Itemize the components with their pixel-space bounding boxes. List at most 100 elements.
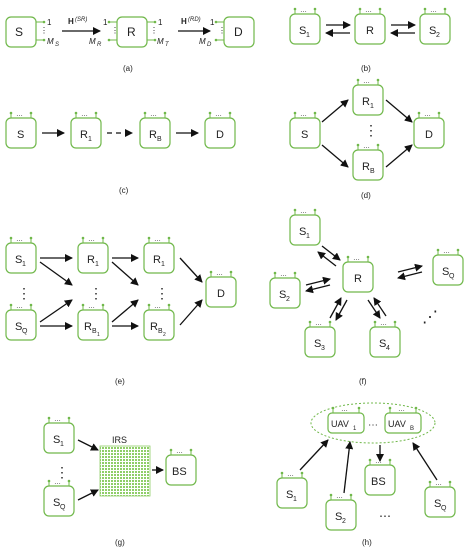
node-uavb-label: UAV [388, 419, 406, 429]
relay1-ellipsis: ⋮ [89, 285, 103, 301]
irs-label: IRS [112, 435, 127, 445]
node-r1: … R 1 [70, 111, 102, 149]
node-d-label: D [234, 25, 243, 39]
node-s1-label: S [53, 434, 60, 446]
svg-text:…: … [54, 479, 61, 486]
svg-text:…: … [315, 320, 322, 327]
node-s1: … S 1 [289, 7, 321, 45]
svg-text:…: … [300, 7, 307, 14]
node-r-label: R [127, 25, 136, 39]
node-s: … S [5, 111, 37, 149]
node-r1-label: R [80, 129, 88, 141]
panel-g: … S 1 ⋮ … S Q IRS … BS (g) [43, 416, 197, 547]
node-uav1: … UAV 1 [327, 406, 365, 434]
node-s: … S [289, 111, 321, 149]
panel-b-caption: (b) [361, 64, 371, 73]
node-sq-sub: Q [441, 505, 447, 512]
arrow-f-5 [397, 263, 423, 273]
arrow-s-to-rb [321, 144, 349, 168]
svg-text:…: … [341, 406, 348, 413]
svg-text:…: … [336, 493, 343, 500]
svg-text:…: … [300, 111, 307, 118]
node-s4: … S 4 [369, 320, 401, 358]
node-sq-label: S [53, 497, 60, 509]
node-bs: … BS [165, 448, 197, 486]
channel-rd-label: H [181, 17, 187, 26]
node-rb-label: R [362, 161, 370, 173]
node-s1: … S 1 [5, 236, 37, 274]
arrow-s-to-r1 [321, 99, 349, 123]
node-r1b-label: R [153, 254, 161, 266]
node-rb: … R B [139, 111, 171, 149]
source-ellipsis: ⋯ [379, 509, 391, 523]
node-r: … R [342, 255, 374, 293]
panel-f: … S 1 … S 2 … R … S Q [269, 208, 464, 386]
svg-text:…: … [398, 406, 405, 413]
node-sq-sub: Q [22, 328, 28, 335]
node-sq: … S Q [5, 303, 37, 341]
node-s1-sub: 1 [306, 32, 310, 39]
node-s2-sub: 2 [342, 518, 346, 525]
arrow-f-4 [305, 284, 331, 294]
svg-text:…: … [430, 7, 437, 14]
channel-sr-sup: (SR) [75, 17, 87, 23]
node-rb: … R B [352, 143, 384, 181]
panel-g-caption: (g) [115, 538, 125, 547]
node-r-label: R [354, 273, 362, 285]
r-antenna-mr: M [89, 37, 96, 46]
node-sq: … S Q [424, 480, 456, 518]
channel-sr-label: H [68, 17, 74, 26]
node-r1-stage1: … R 1 [77, 236, 109, 274]
panel-d-caption: (d) [361, 191, 371, 200]
node-s1-label: S [286, 489, 293, 501]
r-antenna-dots-right: ⋮ [150, 26, 158, 35]
d-antenna-md-sub: D [207, 42, 212, 48]
node-sq-label: S [442, 266, 449, 278]
arrow-e-6 [111, 261, 139, 286]
node-sq-label: S [434, 498, 441, 510]
relay2-ellipsis: ⋮ [155, 285, 169, 301]
arrow-rb-to-d [385, 144, 413, 168]
panel-h: … UAV 1 ⋯ … UAV B … BS … S 1 … S 2 [276, 402, 456, 547]
svg-text:…: … [375, 458, 382, 465]
node-rb1-sub: B [92, 328, 97, 335]
arrow-h-4 [412, 442, 438, 481]
node-s2-sub: 2 [436, 32, 440, 39]
node-uavb: … UAV B [384, 406, 422, 434]
node-d: D 1 ⋮ M D [199, 16, 255, 48]
panel-f-caption: (f) [359, 377, 367, 386]
arrow-h-3 [343, 441, 354, 494]
node-rb2-label: R [150, 321, 158, 333]
node-bs: … BS [364, 458, 396, 496]
svg-text:…: … [16, 236, 23, 243]
node-s1: … S 1 [289, 208, 321, 246]
uav-cluster-outline [310, 402, 436, 444]
node-s1-sub: 1 [306, 233, 310, 240]
arrow-g-1 [77, 439, 99, 451]
node-d-label: D [217, 288, 225, 300]
panel-e-caption: (e) [115, 377, 125, 386]
svg-text:…: … [380, 320, 387, 327]
arrow-r1-to-d [385, 99, 413, 123]
node-s2: … S 2 [419, 7, 451, 45]
arrow-e-3 [39, 299, 73, 323]
node-rb2: … R B 2 [143, 303, 175, 341]
node-s3: … S 3 [304, 320, 336, 358]
r-antenna-one: 1 [103, 18, 108, 27]
svg-text:…: … [176, 448, 183, 455]
node-r1-stage2: … R 1 [143, 236, 175, 274]
svg-text:…: … [287, 471, 294, 478]
uav-ellipsis: ⋯ [368, 420, 378, 431]
svg-text:…: … [424, 111, 431, 118]
panel-a-caption: (a) [123, 64, 133, 73]
node-sq-sub: Q [449, 273, 455, 280]
node-r1-sub: 1 [370, 103, 374, 110]
svg-text:…: … [280, 271, 287, 278]
node-s2-label: S [335, 511, 342, 523]
node-s1-label: S [299, 226, 306, 238]
arrow-f-1 [321, 245, 341, 261]
r-antenna-mr-sub: R [97, 42, 102, 48]
node-r-label: R [366, 25, 374, 37]
arrow-f-3 [305, 276, 331, 286]
svg-text:…: … [54, 416, 61, 423]
